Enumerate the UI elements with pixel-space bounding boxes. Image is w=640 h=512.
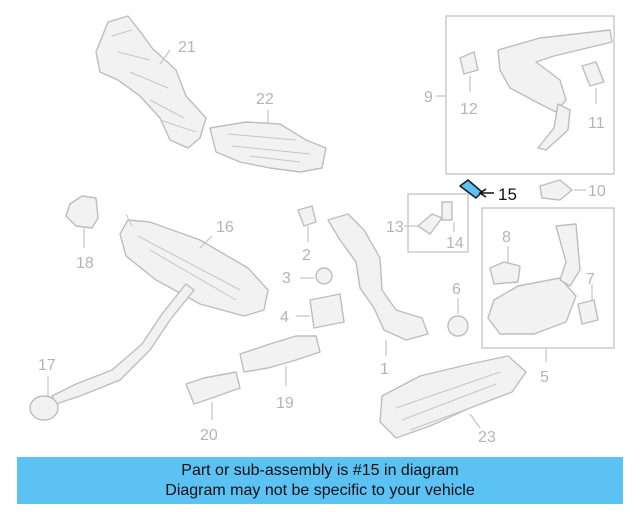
- part-8-hanger[interactable]: [489, 261, 521, 285]
- callout-5: 5: [540, 369, 549, 386]
- callout-23: 23: [478, 429, 496, 446]
- part-23-heat-shield[interactable]: [379, 355, 527, 439]
- callout-11: 11: [588, 115, 605, 132]
- callout-19: 19: [276, 395, 294, 412]
- banner-line-2: Diagram may not be specific to your vehi…: [165, 482, 475, 499]
- leader-15-arrow: [478, 188, 494, 198]
- callout-18: 18: [76, 255, 94, 272]
- part-1-converter[interactable]: [327, 213, 429, 341]
- part-5-muffler[interactable]: [487, 223, 581, 335]
- leader-23: [469, 413, 481, 429]
- part-20-clamp[interactable]: [185, 371, 241, 405]
- callout-22: 22: [256, 91, 274, 108]
- callout-13: 13: [386, 219, 404, 236]
- part-6-gasket[interactable]: [447, 315, 469, 337]
- callout-21: 21: [178, 39, 196, 56]
- info-banner: Part or sub-assembly is #15 in diagram D…: [17, 457, 623, 504]
- banner-line-1: Part or sub-assembly is #15 in diagram: [181, 462, 459, 479]
- leader-21: [159, 49, 171, 65]
- callout-9: 9: [424, 89, 433, 106]
- part-7-hanger[interactable]: [577, 299, 599, 325]
- part-17-pipe[interactable]: [29, 283, 195, 421]
- leader-16: [199, 235, 213, 249]
- callout-20: 20: [200, 427, 218, 444]
- callout-8: 8: [502, 229, 511, 246]
- callout-7: 7: [586, 271, 595, 288]
- part-9-rear-muffler[interactable]: [497, 29, 613, 151]
- part-3-nut[interactable]: [315, 267, 333, 285]
- callout-2: 2: [302, 247, 311, 264]
- part-10-gasket[interactable]: [539, 179, 573, 201]
- box-9: [445, 15, 615, 175]
- callout-15: 15: [498, 185, 517, 204]
- part-4-bracket[interactable]: [309, 293, 345, 329]
- part-11-hanger[interactable]: [581, 61, 605, 87]
- callout-6: 6: [452, 281, 461, 298]
- callout-14: 14: [446, 235, 464, 252]
- callout-4: 4: [280, 309, 289, 326]
- callout-3: 3: [282, 270, 291, 287]
- box-13-14: [407, 193, 469, 253]
- callout-1: 1: [380, 361, 389, 378]
- callout-17: 17: [38, 357, 56, 374]
- part-2-gasket[interactable]: [297, 205, 317, 227]
- part-12-hanger[interactable]: [459, 51, 479, 75]
- box-5: [481, 207, 615, 349]
- part-21-heat-shield[interactable]: [95, 15, 207, 149]
- part-15-gasket-highlighted[interactable]: [459, 179, 483, 199]
- callout-16: 16: [216, 219, 234, 236]
- part-18-bracket[interactable]: [65, 195, 99, 229]
- callout-10: 10: [588, 183, 606, 200]
- part-19-tube[interactable]: [239, 335, 321, 373]
- callout-12: 12: [460, 101, 478, 118]
- part-22-heat-shield[interactable]: [209, 121, 327, 173]
- part-16-muffler[interactable]: [119, 213, 269, 317]
- part-13-sensor[interactable]: [417, 201, 453, 235]
